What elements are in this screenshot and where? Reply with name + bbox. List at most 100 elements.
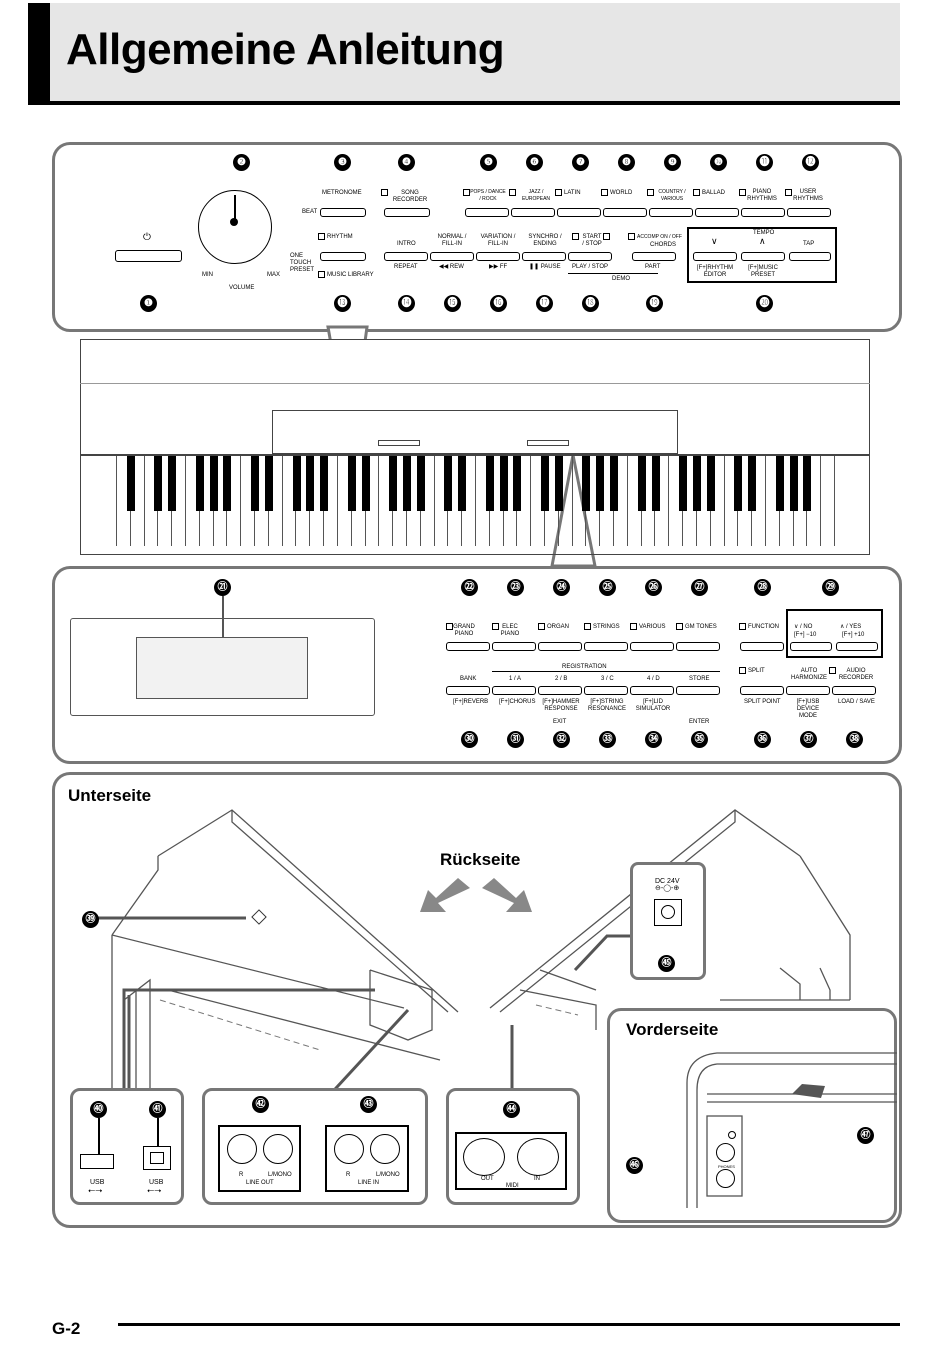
country-button[interactable]	[649, 208, 693, 217]
line-in-r-jack[interactable]	[334, 1134, 364, 1164]
organ-button[interactable]	[538, 642, 582, 651]
reg-4d-button[interactable]	[630, 686, 674, 695]
auto-harmonize-button[interactable]	[786, 686, 830, 695]
usb-b-port[interactable]	[143, 1146, 171, 1170]
audio-recorder-button[interactable]	[832, 686, 876, 695]
black-key[interactable]	[541, 456, 550, 511]
white-key[interactable]	[614, 456, 628, 546]
store-button[interactable]	[676, 686, 720, 695]
black-key[interactable]	[692, 456, 701, 511]
black-key[interactable]	[389, 456, 398, 511]
synchro-ending-button[interactable]	[522, 252, 566, 261]
black-key[interactable]	[637, 456, 646, 511]
white-key[interactable]	[324, 456, 338, 546]
black-key[interactable]	[803, 456, 812, 511]
black-key[interactable]	[596, 456, 605, 511]
song-recorder-button[interactable]	[384, 208, 430, 217]
reg-3c-button[interactable]	[584, 686, 628, 695]
black-key[interactable]	[251, 456, 260, 511]
black-key[interactable]	[402, 456, 411, 511]
ballad-button[interactable]	[695, 208, 739, 217]
usb-a-port[interactable]	[80, 1154, 114, 1169]
black-key[interactable]	[444, 456, 453, 511]
white-key[interactable]	[559, 456, 573, 546]
white-key[interactable]	[172, 456, 187, 546]
phones-jack-bottom[interactable]	[716, 1169, 735, 1188]
black-key[interactable]	[416, 456, 425, 511]
latin-button[interactable]	[557, 208, 601, 217]
strings-button[interactable]	[584, 642, 628, 651]
black-key[interactable]	[126, 456, 135, 511]
no-button[interactable]	[790, 642, 832, 651]
black-key[interactable]	[168, 456, 177, 511]
rhythm-button[interactable]	[320, 252, 366, 261]
black-key[interactable]	[499, 456, 508, 511]
black-key[interactable]	[513, 456, 522, 511]
split-button[interactable]	[740, 686, 784, 695]
black-key[interactable]	[706, 456, 715, 511]
black-key[interactable]	[485, 456, 494, 511]
white-key[interactable]	[821, 456, 835, 546]
black-key[interactable]	[195, 456, 204, 511]
black-key[interactable]	[347, 456, 356, 511]
volume-knob[interactable]	[198, 190, 272, 264]
accomp-button[interactable]	[632, 252, 676, 261]
world-button[interactable]	[603, 208, 647, 217]
yes-button[interactable]	[836, 642, 878, 651]
white-key[interactable]	[227, 456, 242, 546]
white-key[interactable]	[366, 456, 380, 546]
black-key[interactable]	[320, 456, 329, 511]
black-key[interactable]	[264, 456, 273, 511]
pops-button[interactable]	[465, 208, 509, 217]
midi-in-port[interactable]	[517, 1138, 559, 1176]
line-out-r-jack[interactable]	[227, 1134, 257, 1164]
black-key[interactable]	[651, 456, 660, 511]
white-key[interactable]	[517, 456, 532, 546]
black-key[interactable]	[223, 456, 232, 511]
black-key[interactable]	[789, 456, 798, 511]
black-key[interactable]	[734, 456, 743, 511]
tap-button[interactable]	[789, 252, 831, 261]
white-key[interactable]	[269, 456, 283, 546]
white-key[interactable]	[807, 456, 822, 546]
gm-tones-button[interactable]	[676, 642, 720, 651]
white-key[interactable]	[711, 456, 725, 546]
black-key[interactable]	[209, 456, 218, 511]
black-key[interactable]	[458, 456, 467, 511]
black-key[interactable]	[582, 456, 591, 511]
black-key[interactable]	[679, 456, 688, 511]
tempo-up-button[interactable]	[741, 252, 785, 261]
power-button[interactable]	[115, 250, 182, 262]
black-key[interactable]	[554, 456, 563, 511]
normal-fillin-button[interactable]	[430, 252, 474, 261]
black-key[interactable]	[775, 456, 784, 511]
piano-rhythms-button[interactable]	[741, 208, 785, 217]
various-button[interactable]	[630, 642, 674, 651]
grand-piano-button[interactable]	[446, 642, 490, 651]
white-key[interactable]	[656, 456, 670, 546]
reg-1a-button[interactable]	[492, 686, 536, 695]
reg-2b-button[interactable]	[538, 686, 582, 695]
black-key[interactable]	[306, 456, 315, 511]
metronome-button[interactable]	[320, 208, 366, 217]
black-key[interactable]	[154, 456, 163, 511]
line-in-l-jack[interactable]	[370, 1134, 400, 1164]
jazz-button[interactable]	[511, 208, 555, 217]
line-out-l-jack[interactable]	[263, 1134, 293, 1164]
tempo-down-button[interactable]	[693, 252, 737, 261]
black-key[interactable]	[610, 456, 619, 511]
white-key[interactable]	[421, 456, 435, 546]
black-key[interactable]	[292, 456, 301, 511]
start-stop-button[interactable]	[568, 252, 612, 261]
variation-fillin-button[interactable]	[476, 252, 520, 261]
elec-piano-button[interactable]	[492, 642, 536, 651]
black-key[interactable]	[748, 456, 757, 511]
white-key[interactable]	[752, 456, 766, 546]
black-key[interactable]	[361, 456, 370, 511]
phones-jack-top[interactable]	[716, 1143, 735, 1162]
midi-out-port[interactable]	[463, 1138, 505, 1176]
function-button[interactable]	[740, 642, 784, 651]
user-rhythms-button[interactable]	[787, 208, 831, 217]
dc-jack[interactable]	[654, 899, 682, 926]
bank-button[interactable]	[446, 686, 490, 695]
